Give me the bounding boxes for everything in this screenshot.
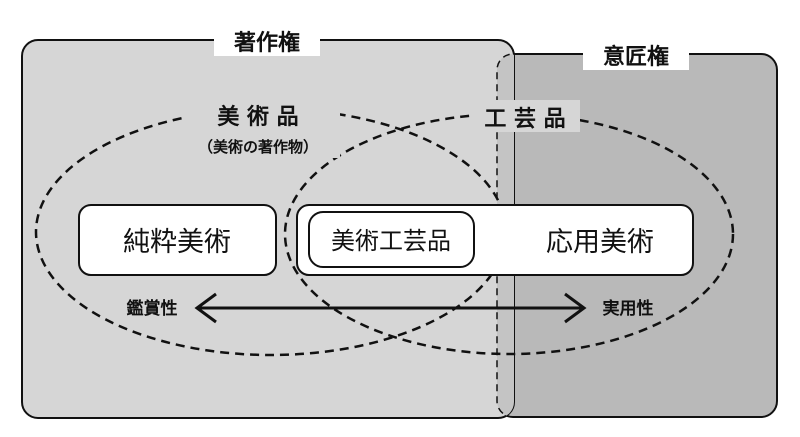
- arrow-left-head: [194, 292, 217, 324]
- fine-art-label-bg: [185, 96, 340, 158]
- pure-art-label: 純粋美術: [123, 227, 231, 258]
- appreciation-label: 鑑賞性: [127, 298, 178, 319]
- pure-art-box: [78, 204, 277, 276]
- copyright-label-bg: [214, 26, 320, 56]
- arrow-right-head: [564, 292, 587, 324]
- utility-label: 実用性: [603, 298, 654, 319]
- fine-art-sub-label: （美術の著作物）: [198, 138, 318, 156]
- art-craft-box: [308, 211, 475, 268]
- fine-art-label: 美 術 品: [217, 104, 298, 130]
- design-right-label-bg: [583, 40, 689, 70]
- applied-art-label: 応用美術: [546, 227, 654, 258]
- art-craft-label: 美術工芸品: [331, 227, 451, 255]
- craft-label: 工 芸 品: [484, 106, 565, 132]
- design-right-label: 意匠権: [603, 44, 669, 70]
- copyright-label: 著作権: [233, 30, 300, 56]
- craft-label-bg: [470, 100, 580, 132]
